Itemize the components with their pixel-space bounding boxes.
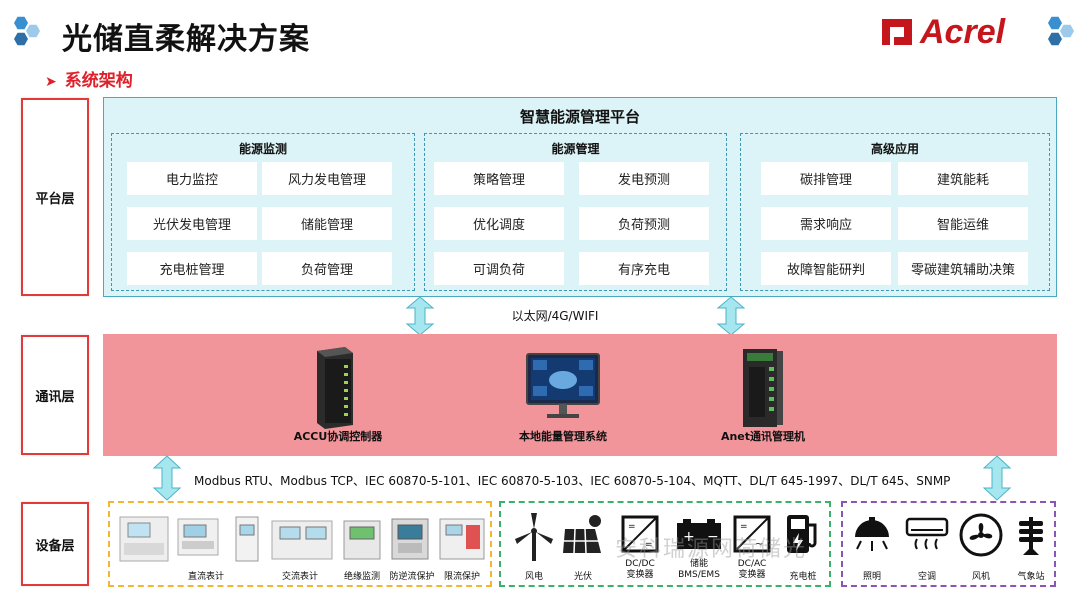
- layer-label-comm: 通讯层: [21, 335, 89, 455]
- device-name: 交流表计: [281, 572, 318, 582]
- hexagon-decoration-icon: [1060, 24, 1074, 38]
- anti-backflow-icon: [391, 518, 429, 560]
- device-name: 风电: [524, 572, 543, 582]
- device-name: DC/DC 变换器: [625, 559, 655, 580]
- group-energy-management: 能源管理 策略管理 发电预测 优化调度 负荷预测 可调负荷 有序充电: [424, 133, 727, 291]
- device-name: 绝缘监测: [343, 572, 380, 582]
- device-name: 充电桩: [789, 572, 817, 582]
- group-advanced-apps: 高级应用 碳排管理 建筑能耗 需求响应 智能运维 故障智能研判 零碳建筑辅助决策: [740, 133, 1050, 291]
- module-cell: 负荷管理: [262, 252, 392, 285]
- module-cell: 光伏发电管理: [127, 207, 257, 240]
- device-group-meters: 直流表计 交流表计 绝缘监测 防逆流保护 限流保护: [108, 501, 492, 587]
- logo-mark-icon: [882, 19, 912, 45]
- svg-text:~: ~: [755, 539, 763, 550]
- device-name: 直流表计: [187, 572, 224, 582]
- fan-icon: [959, 513, 1003, 557]
- device-name: DC/AC 变换器: [737, 559, 767, 580]
- current-limit-icon: [439, 518, 485, 560]
- dc-meter-icon: [177, 518, 219, 556]
- module-cell: 储能管理: [262, 207, 392, 240]
- module-cell: 需求响应: [761, 207, 891, 240]
- ac-meter-icon: [235, 516, 259, 562]
- double-arrow-icon: [982, 455, 1012, 501]
- controller-device-icon: [317, 347, 353, 429]
- weather-station-icon: [1019, 517, 1043, 555]
- device-name: 限流保护: [443, 572, 480, 582]
- subtitle-text: 系统架构: [64, 71, 133, 91]
- monitor-screen-icon: [526, 353, 600, 418]
- module-cell: 风力发电管理: [262, 162, 392, 195]
- module-cell: 建筑能耗: [898, 162, 1028, 195]
- group-title: 高级应用: [870, 142, 919, 156]
- hexagon-decoration-icon: [14, 16, 28, 30]
- device-name: 风机: [971, 572, 990, 582]
- device-name: 储能 BMS/EMS: [678, 559, 720, 580]
- device-label-ems: 本地能量管理系统: [519, 430, 607, 443]
- group-energy-monitoring: 能源监测 电力监控 风力发电管理 光伏发电管理 储能管理 充电桩管理 负荷管理: [111, 133, 415, 291]
- module-cell: 故障智能研判: [761, 252, 891, 285]
- platform-title: 智慧能源管理平台: [519, 108, 640, 126]
- page-title: 光储直柔解决方案: [62, 22, 310, 57]
- hexagon-decoration-icon: [14, 32, 28, 46]
- wind-turbine-icon: [515, 513, 553, 561]
- solar-panel-icon: [563, 515, 601, 554]
- module-cell: 充电桩管理: [127, 252, 257, 285]
- module-cell: 智能运维: [898, 207, 1028, 240]
- ac-meter-icon: [271, 520, 333, 560]
- double-arrow-icon: [405, 296, 435, 336]
- watermark-text: 安科瑞源网荷储光: [615, 537, 808, 562]
- device-label-anet: Anet通讯管理机: [720, 430, 806, 443]
- double-arrow-icon: [152, 455, 182, 501]
- group-title: 能源管理: [551, 142, 600, 156]
- module-cell: 碳排管理: [761, 162, 891, 195]
- insulation-monitor-icon: [343, 520, 381, 560]
- device-label-accu: ACCU协调控制器: [293, 430, 383, 443]
- hexagon-decoration-icon: [1048, 16, 1062, 30]
- layer-label-device: 设备层: [21, 502, 89, 586]
- device-group-sources: == +− =~ 风电 光伏 DC/DC 变换器 储能 BMS/EMS DC/A…: [499, 501, 831, 587]
- module-cell: 发电预测: [579, 162, 709, 195]
- device-name: 光伏: [573, 572, 592, 582]
- module-cell: 负荷预测: [579, 207, 709, 240]
- device-name: 空调: [917, 572, 936, 582]
- dc-ac-converter-icon: =~: [733, 515, 771, 553]
- dc-meter-icon: [119, 516, 169, 562]
- hexagon-decoration-icon: [26, 24, 40, 38]
- acrel-logo: Acrel: [880, 12, 1005, 52]
- module-cell: 电力监控: [127, 162, 257, 195]
- network-label: 以太网/4G/WIFI: [511, 309, 599, 323]
- platform-panel: 智慧能源管理平台 能源监测 电力监控 风力发电管理 光伏发电管理 储能管理 充电…: [103, 97, 1057, 297]
- device-name: 防逆流保护: [389, 572, 435, 582]
- ev-charger-icon: [787, 515, 817, 553]
- layer-label-platform: 平台层: [21, 98, 89, 296]
- svg-text:+: +: [683, 529, 695, 545]
- module-cell: 零碳建筑辅助决策: [898, 252, 1028, 285]
- protocol-list: Modbus RTU、Modbus TCP、IEC 60870-5-101、IE…: [194, 474, 951, 488]
- air-conditioner-icon: [905, 517, 949, 550]
- lighting-icon: [855, 517, 889, 551]
- device-name: 照明: [862, 572, 881, 582]
- module-cell: 优化调度: [434, 207, 564, 240]
- svg-text:−: −: [707, 529, 719, 545]
- group-title: 能源监测: [238, 142, 287, 156]
- module-cell: 策略管理: [434, 162, 564, 195]
- gateway-device-icon: [743, 349, 783, 427]
- hexagon-decoration-icon: [1048, 32, 1062, 46]
- svg-text:=: =: [645, 540, 653, 550]
- arrow-right-icon: ➤: [45, 74, 57, 90]
- section-subtitle: ➤ 系统架构: [45, 66, 133, 91]
- module-cell: 有序充电: [579, 252, 709, 285]
- double-arrow-icon: [716, 296, 746, 336]
- comm-panel: ACCU协调控制器 本地能量管理系统 Anet通讯管理机: [103, 334, 1057, 456]
- svg-text:=: =: [628, 522, 636, 532]
- module-cell: 可调负荷: [434, 252, 564, 285]
- device-name: 气象站: [1017, 572, 1045, 582]
- logo-text: Acrel: [920, 12, 1006, 51]
- svg-text:=: =: [740, 522, 748, 532]
- battery-storage-icon: +−: [677, 519, 721, 549]
- device-group-loads: 照明 空调 风机 气象站: [841, 501, 1056, 587]
- dc-dc-converter-icon: ==: [621, 515, 659, 553]
